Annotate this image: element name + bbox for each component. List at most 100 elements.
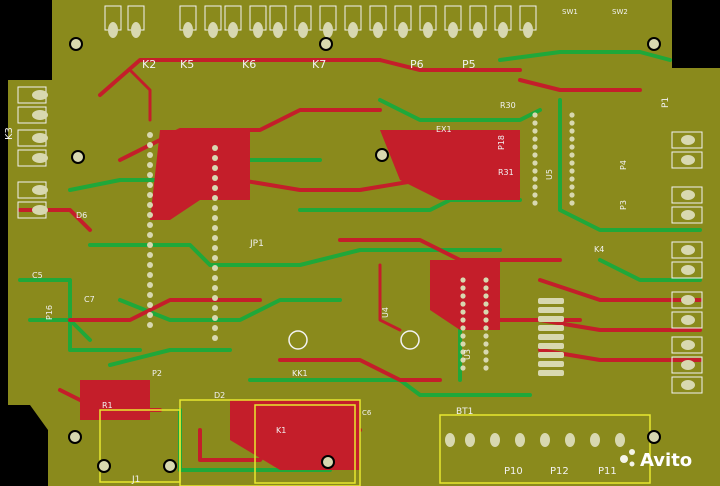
- mcu-pin-left-19: [147, 322, 153, 328]
- heatsink-kk1-left: [288, 330, 308, 350]
- u3-pin-left-6: [460, 325, 466, 331]
- label-p3: P3: [619, 200, 628, 210]
- terminal-pad-bottom-5: [565, 433, 575, 447]
- label-u5: U5: [545, 169, 554, 180]
- label-k7: K7: [312, 58, 326, 71]
- terminal-pad-right-9: [681, 360, 695, 370]
- u3-pin-left-8: [460, 341, 466, 347]
- mcu-pin-right-15: [212, 295, 218, 301]
- label-p16: P16: [45, 305, 54, 320]
- mounting-hole-0: [69, 37, 83, 51]
- mcu-pin-left-5: [147, 182, 153, 188]
- mounting-hole-6: [647, 430, 661, 444]
- terminal-pad-top-7: [298, 22, 308, 38]
- watermark: Avito: [620, 449, 692, 471]
- u3-pin-right-9: [483, 349, 489, 355]
- terminal-pad-bottom-2: [490, 433, 500, 447]
- u5-pin-right-11: [569, 200, 575, 206]
- terminal-pad-left-4: [32, 185, 48, 195]
- terminal-pad-right-8: [681, 340, 695, 350]
- mcu-pin-left-11: [147, 242, 153, 248]
- terminal-pad-bottom-1: [465, 433, 475, 447]
- label-d2: D2: [214, 391, 225, 400]
- resistor-array-7: [538, 361, 564, 367]
- terminal-pad-top-15: [498, 22, 508, 38]
- u5-pin-right-1: [569, 120, 575, 126]
- u5-pin-left-8: [532, 176, 538, 182]
- label-c6: C6: [362, 409, 372, 417]
- mcu-pin-left-9: [147, 222, 153, 228]
- terminal-pad-right-1: [681, 155, 695, 165]
- u5-pin-right-3: [569, 136, 575, 142]
- label-k5: K5: [180, 58, 194, 71]
- u5-pin-left-4: [532, 144, 538, 150]
- label-bt1: BT1: [456, 407, 473, 417]
- u5-pin-left-10: [532, 192, 538, 198]
- u5-pin-left-7: [532, 168, 538, 174]
- terminal-pad-top-10: [373, 22, 383, 38]
- u3-pin-left-10: [460, 357, 466, 363]
- terminal-pad-top-3: [208, 22, 218, 38]
- mcu-pin-left-1: [147, 142, 153, 148]
- mcu-pin-left-7: [147, 202, 153, 208]
- terminal-pad-top-0: [108, 22, 118, 38]
- terminal-pad-right-0: [681, 135, 695, 145]
- label-u3: U3: [463, 349, 472, 360]
- resistor-array-6: [538, 352, 564, 358]
- terminal-pad-top-6: [273, 22, 283, 38]
- terminal-block-right-4: [671, 241, 703, 259]
- resistor-array-4: [538, 334, 564, 340]
- label-r31: R31: [498, 168, 514, 177]
- terminal-pad-top-5: [253, 22, 263, 38]
- label-jp1: JP1: [249, 239, 264, 249]
- mounting-hole-5: [68, 430, 82, 444]
- label-p10: P10: [504, 466, 523, 477]
- terminal-pad-top-1: [131, 22, 141, 38]
- u5-pin-right-0: [569, 112, 575, 118]
- component-footprints: [17, 5, 703, 447]
- label-p4: P4: [619, 160, 628, 170]
- label-k3: K3: [4, 127, 15, 140]
- mcu-pin-left-16: [147, 292, 153, 298]
- terminal-pad-left-5: [32, 205, 48, 215]
- mcu-pin-left-15: [147, 282, 153, 288]
- terminal-pad-left-1: [32, 110, 48, 120]
- terminal-block-right-7: [671, 311, 703, 329]
- terminal-pad-right-4: [681, 245, 695, 255]
- u5-pin-right-7: [569, 168, 575, 174]
- terminal-block-right-2: [671, 186, 703, 204]
- u3-pin-left-1: [460, 285, 466, 291]
- label-r1: R1: [102, 401, 113, 410]
- u3-pin-right-1: [483, 285, 489, 291]
- mcu-pin-left-18: [147, 312, 153, 318]
- mcu-pin-right-8: [212, 225, 218, 231]
- label-p2: P2: [152, 369, 162, 378]
- terminal-pad-right-10: [681, 380, 695, 390]
- u3-pin-right-8: [483, 341, 489, 347]
- mcu-pin-right-10: [212, 245, 218, 251]
- label-k6: K6: [242, 58, 256, 71]
- label-u4: U4: [381, 307, 390, 318]
- terminal-pad-top-9: [348, 22, 358, 38]
- terminal-block-right-3: [671, 206, 703, 224]
- mounting-hole-3: [375, 148, 389, 162]
- resistor-array-8: [538, 370, 564, 376]
- terminal-block-right-10: [671, 376, 703, 394]
- mcu-pin-left-3: [147, 162, 153, 168]
- u3-pin-right-0: [483, 277, 489, 283]
- watermark-text: Avito: [640, 450, 692, 471]
- mounting-hole-8: [97, 459, 111, 473]
- mcu-pin-right-19: [212, 335, 218, 341]
- label-c5: C5: [32, 271, 43, 280]
- label-kk1: KK1: [292, 369, 308, 378]
- mcu-pin-right-5: [212, 195, 218, 201]
- label-sw1: SW1: [562, 8, 578, 16]
- terminal-pad-right-7: [681, 315, 695, 325]
- label-sw2: SW2: [612, 8, 628, 16]
- terminal-pad-bottom-6: [590, 433, 600, 447]
- mounting-hole-4: [647, 37, 661, 51]
- mcu-pin-left-17: [147, 302, 153, 308]
- terminal-pad-top-8: [323, 22, 333, 38]
- mcu-pin-left-14: [147, 272, 153, 278]
- label-k2: K2: [142, 58, 156, 71]
